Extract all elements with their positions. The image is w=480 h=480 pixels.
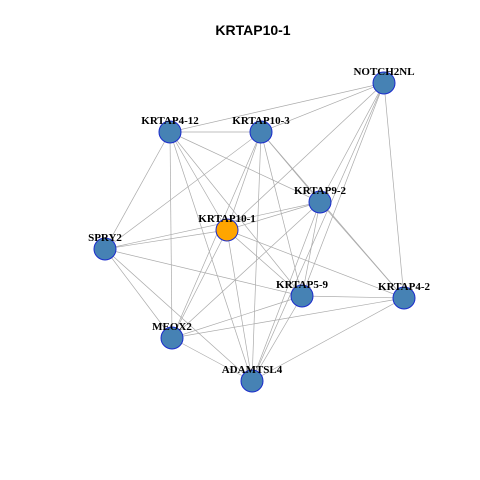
edge-krtap4-12-krtap10-1 xyxy=(169,131,228,231)
edge-layer xyxy=(104,82,405,382)
edge-krtap4-12-spry2 xyxy=(104,131,171,250)
node-label-notch2nl: NOTCH2NL xyxy=(353,66,414,78)
edge-krtap9-2-meox2 xyxy=(171,201,321,339)
edge-spry2-krtap5-9 xyxy=(104,248,303,297)
edge-krtap9-2-adamtsl4 xyxy=(251,201,321,382)
node-spry2 xyxy=(93,237,117,261)
edge-meox2-adamtsl4 xyxy=(171,337,253,382)
node-krtap10-3 xyxy=(249,120,273,144)
edge-krtap5-9-meox2 xyxy=(171,295,303,339)
edge-krtap10-1-meox2 xyxy=(171,229,228,339)
edge-krtap4-2-meox2 xyxy=(171,297,405,339)
node-krtap4-2 xyxy=(392,286,416,310)
node-notch2nl xyxy=(372,71,396,95)
edge-notch2nl-krtap10-1 xyxy=(226,82,385,231)
edge-notch2nl-krtap5-9 xyxy=(301,82,385,297)
edge-krtap10-3-meox2 xyxy=(171,131,262,339)
edge-notch2nl-krtap4-12 xyxy=(169,82,385,133)
edge-krtap9-2-krtap4-2 xyxy=(319,201,405,299)
edge-krtap10-1-adamtsl4 xyxy=(226,229,253,382)
edge-notch2nl-krtap9-2 xyxy=(319,82,385,203)
edge-krtap4-12-meox2 xyxy=(169,131,173,339)
edge-krtap4-12-krtap9-2 xyxy=(169,131,321,203)
edge-notch2nl-adamtsl4 xyxy=(251,82,385,382)
edge-krtap4-12-krtap5-9 xyxy=(169,131,303,297)
edge-krtap4-2-adamtsl4 xyxy=(251,297,405,382)
edge-krtap10-3-spry2 xyxy=(104,131,262,250)
edge-krtap9-2-krtap5-9 xyxy=(301,201,321,297)
node-label-meox2: MEOX2 xyxy=(152,321,192,333)
node-krtap9-2 xyxy=(308,190,332,214)
node-krtap5-9 xyxy=(290,284,314,308)
label-layer: NOTCH2NL KRTAP4-12 KRTAP10-3KRTAP9-2KRTAP1… xyxy=(88,66,430,376)
edge-krtap10-3-krtap10-1 xyxy=(226,131,262,231)
node-meox2 xyxy=(160,326,184,350)
node-label-krtap4-2: KRTAP4-2 xyxy=(378,281,430,293)
node-label-krtap4-12: KRTAP4-12 xyxy=(141,115,199,127)
node-krtap4-12 xyxy=(158,120,182,144)
graph-title: KRTAP10-1 xyxy=(215,22,290,38)
edge-krtap5-9-adamtsl4 xyxy=(251,295,303,382)
edge-krtap4-12-adamtsl4 xyxy=(169,131,253,382)
edge-krtap10-1-krtap4-2 xyxy=(226,229,405,299)
edge-krtap10-3-adamtsl4 xyxy=(251,131,262,382)
node-label-krtap10-3: KRTAP10-3 xyxy=(232,115,290,127)
node-krtap10-1 xyxy=(215,218,239,242)
node-label-adamtsl4: ADAMTSL4 xyxy=(222,364,283,376)
node-adamtsl4 xyxy=(240,369,264,393)
node-label-krtap10-1: KRTAP10-1 xyxy=(198,213,255,225)
edge-notch2nl-krtap10-3 xyxy=(260,82,385,133)
edge-krtap10-1-spry2 xyxy=(104,229,228,250)
edge-krtap10-3-krtap5-9 xyxy=(260,131,303,297)
node-label-krtap9-2: KRTAP9-2 xyxy=(294,185,346,197)
edge-krtap10-1-krtap5-9 xyxy=(226,229,303,297)
node-layer xyxy=(93,71,416,393)
edge-spry2-meox2 xyxy=(104,248,173,339)
node-label-spry2: SPRY2 xyxy=(88,232,122,244)
edge-krtap5-9-krtap4-2 xyxy=(301,295,405,299)
node-label-krtap5-9: KRTAP5-9 xyxy=(276,279,328,291)
edge-krtap9-2-krtap10-1 xyxy=(226,201,321,231)
edge-krtap9-2-spry2 xyxy=(104,201,321,250)
edge-spry2-adamtsl4 xyxy=(104,248,253,382)
edge-notch2nl-krtap4-2 xyxy=(383,82,405,299)
